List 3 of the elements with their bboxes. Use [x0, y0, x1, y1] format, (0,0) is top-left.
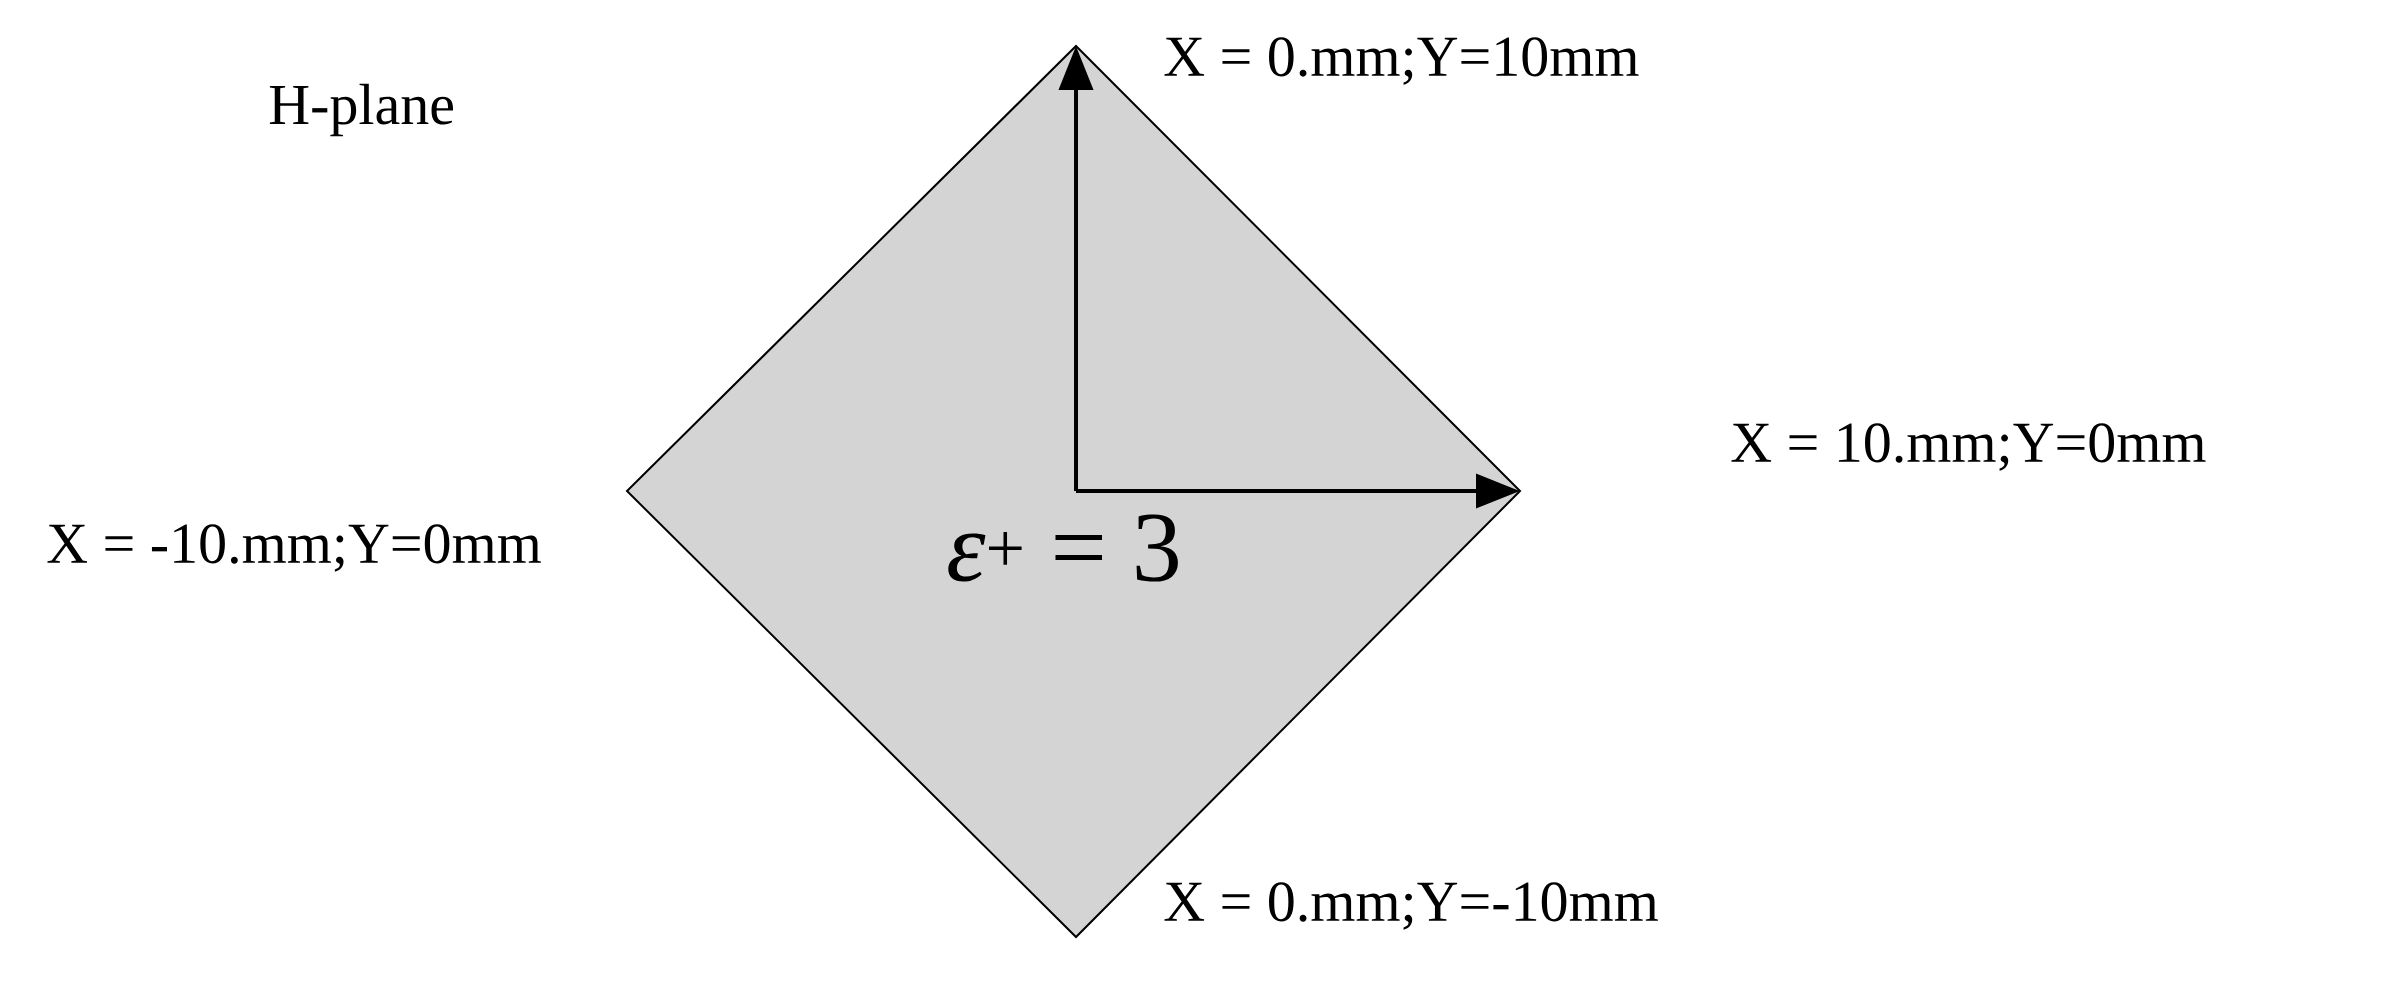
coordinate-label: X = 10.mm;Y=0mm	[1731, 423, 2206, 471]
coordinate-label: H-plane	[269, 83, 453, 137]
coordinate-label: X = -10.mm;Y=0mm	[47, 524, 541, 572]
